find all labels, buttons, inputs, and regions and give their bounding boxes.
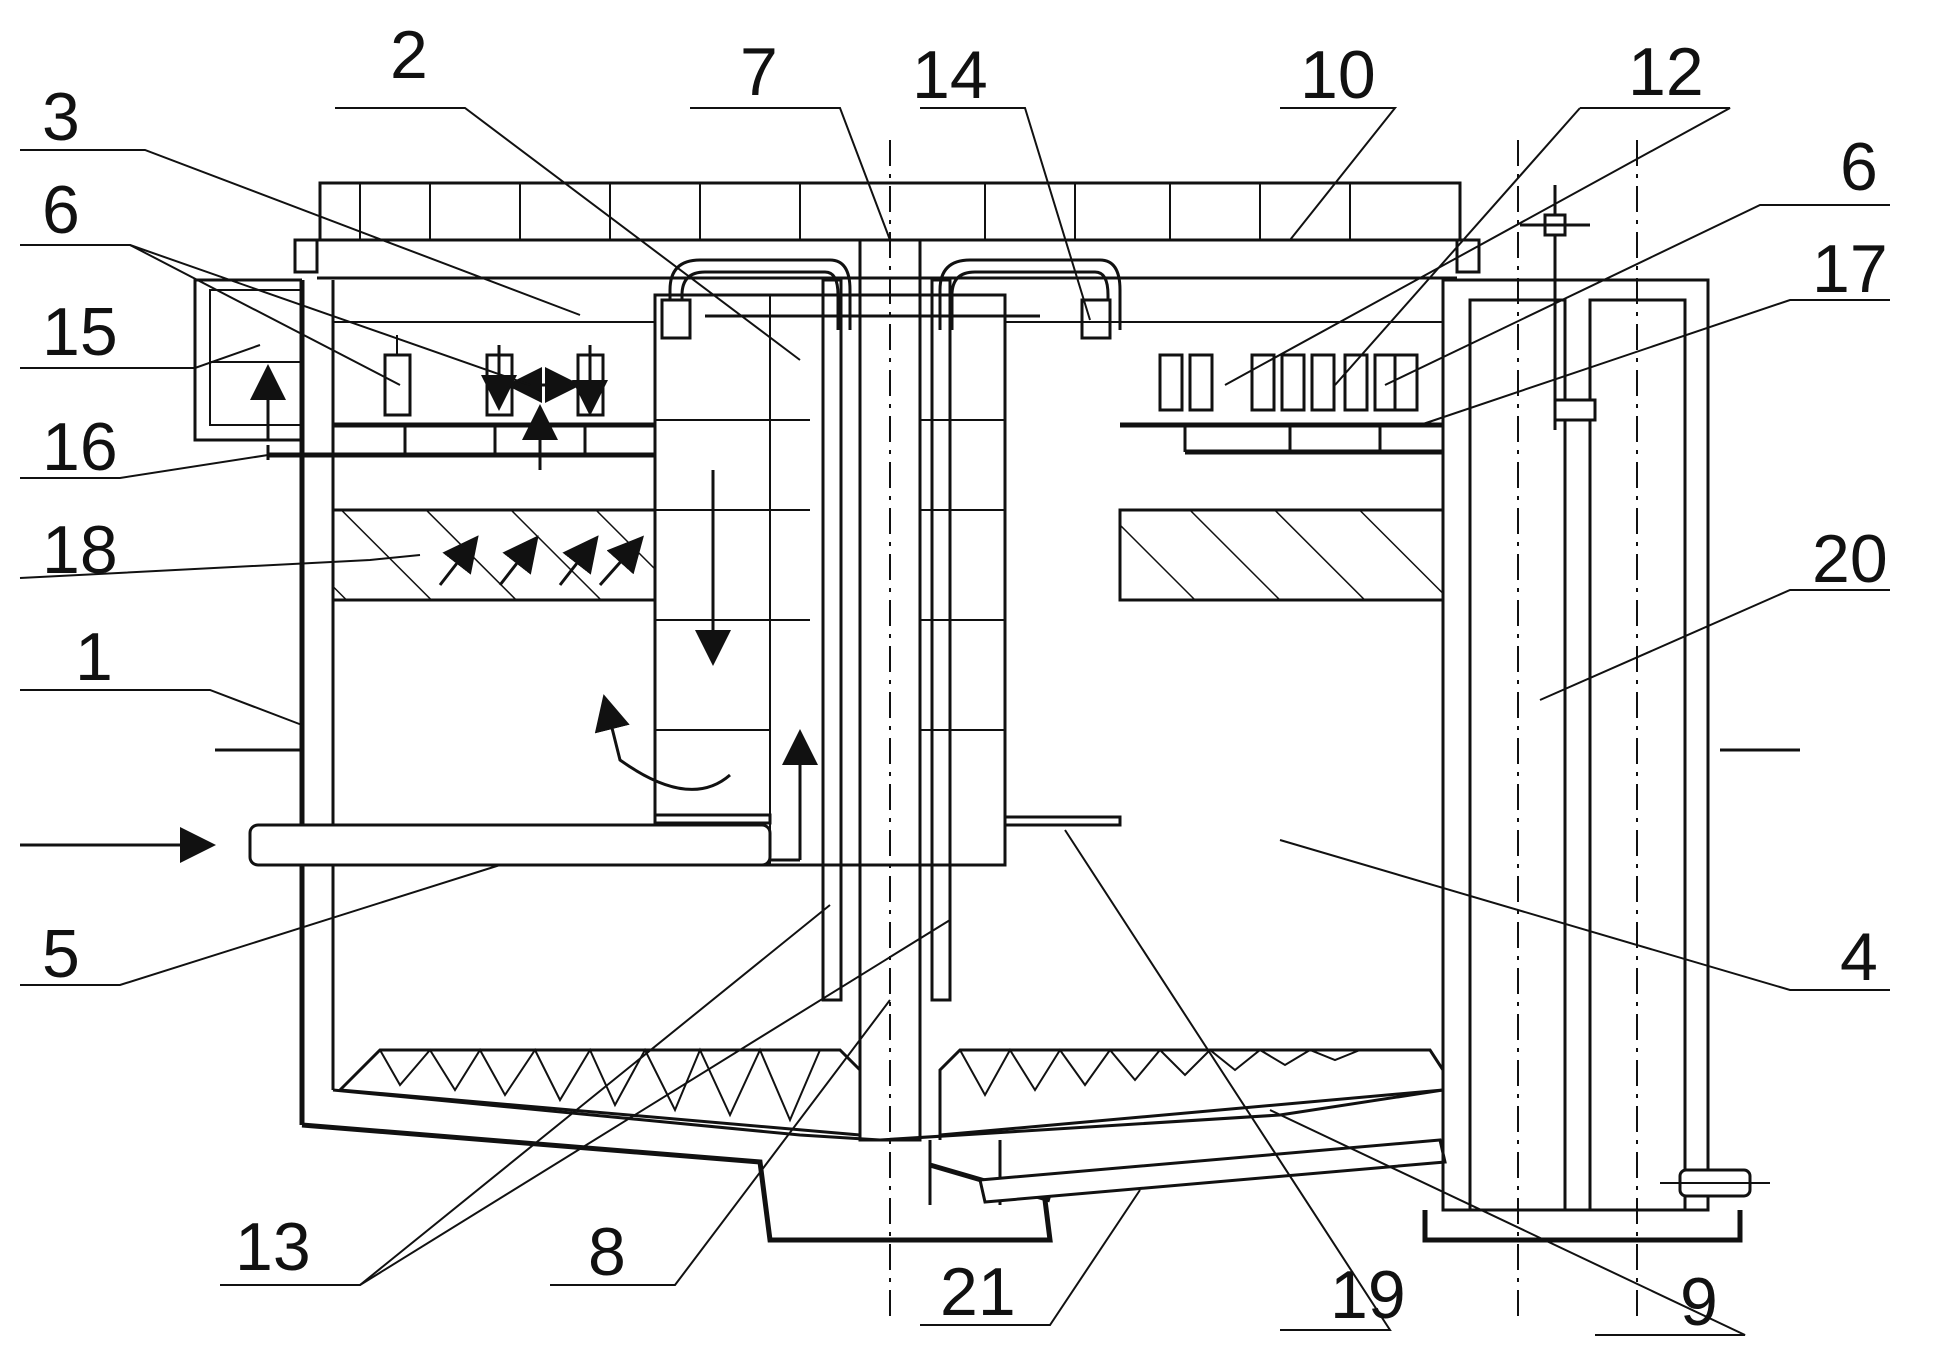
- label-13: 13: [235, 1209, 311, 1285]
- label-2: 2: [390, 17, 428, 93]
- label-3: 3: [42, 79, 80, 155]
- label-19: 19: [1330, 1257, 1406, 1333]
- flow-arrows: [594, 470, 818, 862]
- label-8: 8: [588, 1214, 626, 1290]
- label-10: 10: [1300, 37, 1376, 113]
- label-12: 12: [1628, 34, 1704, 110]
- sludge-pipe: [978, 1138, 1447, 1204]
- right-weirs: [1120, 353, 1443, 455]
- label-21: 21: [940, 1254, 1016, 1330]
- label-17: 17: [1812, 231, 1888, 307]
- label-7: 7: [740, 34, 778, 110]
- part-labels: 2 3 6 15 16 18 1 5 7 14 10 12 6 17 20 4 …: [42, 17, 1888, 1340]
- label-4: 4: [1840, 919, 1878, 995]
- label-1: 1: [75, 619, 113, 695]
- leader-lines: [19, 107, 1890, 1336]
- left-weirs: [266, 335, 655, 470]
- inlet-pipe: [20, 823, 772, 867]
- label-6b: 6: [1840, 129, 1878, 205]
- left-collection-tank: [193, 278, 302, 442]
- inclined-tube-layer: [331, 508, 1445, 602]
- water-lines: [333, 314, 1443, 323]
- label-5: 5: [42, 916, 80, 992]
- label-16: 16: [42, 409, 118, 485]
- label-9: 9: [1680, 1264, 1718, 1340]
- label-20: 20: [1812, 521, 1888, 597]
- label-6a: 6: [42, 172, 80, 248]
- label-14: 14: [912, 37, 988, 113]
- central-column: [653, 238, 1122, 1142]
- bottom-scraper: [338, 1047, 1445, 1140]
- label-15: 15: [42, 294, 118, 370]
- center-lines: [889, 140, 1638, 1320]
- right-sludge-tank: [1441, 185, 1770, 1212]
- label-18: 18: [42, 512, 118, 588]
